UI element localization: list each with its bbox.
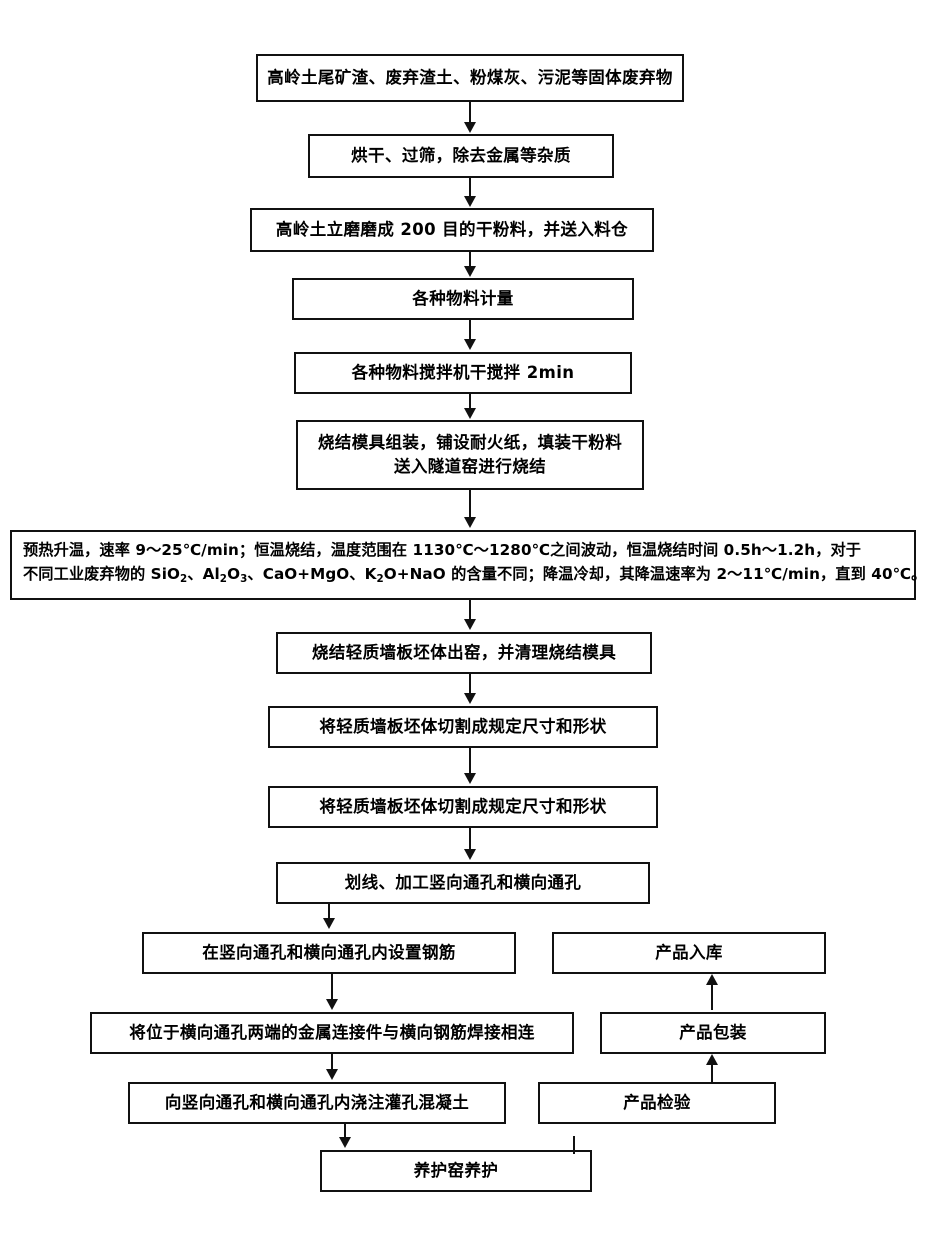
node-cut-to-size-1: 将轻质墙板坯体切割成规定尺寸和形状 [268, 706, 658, 748]
node-weld-connectors-label: 将位于横向通孔两端的金属连接件与横向钢筋焊接相连 [129, 1023, 535, 1043]
node-product-packaging: 产品包装 [600, 1012, 826, 1054]
connector-curing-to-inspection [573, 1136, 575, 1154]
arrowhead-marking-to-rebar [323, 918, 335, 929]
node-pour-concrete: 向竖向通孔和横向通孔内浇注灌孔混凝土 [128, 1082, 506, 1124]
connector-mold-to-firing [469, 490, 471, 518]
node-unload-kiln-label: 烧结轻质墙板坯体出窑，并清理烧结模具 [311, 643, 617, 663]
node-cut-to-size-2: 将轻质墙板坯体切割成规定尺寸和形状 [268, 786, 658, 828]
arrowhead-inspection-to-packaging [706, 1054, 718, 1065]
arrowhead-packaging-to-warehouse [706, 974, 718, 985]
connector-cut2-to-marking [469, 828, 471, 850]
arrowhead-dry-to-mill [464, 196, 476, 207]
firing-line2-seg-d: 、CaO+MgO、K [247, 564, 377, 583]
node-curing-kiln: 养护窑养护 [320, 1150, 592, 1192]
node-unload-kiln: 烧结轻质墙板坯体出窑，并清理烧结模具 [276, 632, 652, 674]
arrowhead-cut1-to-cut2 [464, 773, 476, 784]
connector-metering-to-mixing [469, 320, 471, 340]
connector-weld-to-pour [331, 1054, 333, 1070]
firing-line2-sub2: 2 [219, 572, 228, 585]
node-weld-connectors: 将位于横向通孔两端的金属连接件与横向钢筋焊接相连 [90, 1012, 574, 1054]
node-product-inspection: 产品检验 [538, 1082, 776, 1124]
connector-inspection-to-packaging [711, 1058, 713, 1082]
arrowhead-firing-to-unload [464, 619, 476, 630]
connector-marking-to-rebar [328, 904, 330, 920]
connector-raw-to-dry [469, 102, 471, 124]
node-mold-assembly: 烧结模具组装，铺设耐火纸，填装干粉料 送入隧道窑进行烧结 [296, 420, 644, 490]
arrowhead-unload-to-cut1 [464, 693, 476, 704]
node-dry-sieve-label: 烘干、过筛，除去金属等杂质 [351, 146, 571, 166]
node-product-warehouse: 产品入库 [552, 932, 826, 974]
node-pour-concrete-label: 向竖向通孔和横向通孔内浇注灌孔混凝土 [164, 1093, 470, 1113]
node-vertical-mill-label: 高岭土立磨磨成 200 目的干粉料，并送入料仓 [275, 220, 629, 240]
connector-unload-to-cut1 [469, 674, 471, 694]
node-mold-assembly-line2: 送入隧道窑进行烧结 [393, 457, 547, 476]
node-product-warehouse-label: 产品入库 [655, 943, 723, 963]
arrowhead-mill-to-metering [464, 266, 476, 277]
arrowhead-metering-to-mixing [464, 339, 476, 350]
arrowhead-mixing-to-mold [464, 408, 476, 419]
node-dry-mixing: 各种物料搅拌机干搅拌 2min [294, 352, 632, 394]
node-metering-label: 各种物料计量 [412, 289, 514, 309]
node-raw-materials-label: 高岭土尾矿渣、废弃渣土、粉煤灰、污泥等固体废弃物 [267, 68, 673, 88]
node-place-rebar: 在竖向通孔和横向通孔内设置钢筋 [142, 932, 516, 974]
firing-line2-seg-a: 不同工业废弃物的 SiO [23, 564, 181, 583]
firing-line2-sub3: 3 [240, 572, 248, 585]
arrowhead-mold-to-firing [464, 517, 476, 528]
node-vertical-mill: 高岭土立磨磨成 200 目的干粉料，并送入料仓 [250, 208, 654, 252]
node-product-packaging-label: 产品包装 [679, 1023, 747, 1043]
firing-line2-seg-b: 、Al [187, 564, 220, 583]
connector-cut1-to-cut2 [469, 748, 471, 774]
firing-line2-seg-c: O [227, 564, 241, 583]
node-dry-mixing-label: 各种物料搅拌机干搅拌 2min [351, 363, 575, 383]
node-curing-kiln-label: 养护窑养护 [413, 1161, 499, 1181]
node-product-inspection-label: 产品检验 [623, 1093, 691, 1113]
node-mold-assembly-line1: 烧结模具组装，铺设耐火纸，填装干粉料 [317, 433, 623, 453]
connector-packaging-to-warehouse [711, 978, 713, 1010]
arrowhead-pour-to-curing [339, 1137, 351, 1148]
connector-dry-to-mill [469, 178, 471, 198]
connector-mixing-to-mold [469, 394, 471, 410]
connector-firing-to-unload [469, 600, 471, 620]
arrowhead-raw-to-dry [464, 122, 476, 133]
node-dry-sieve: 烘干、过筛，除去金属等杂质 [308, 134, 614, 178]
node-marking-drilling-label: 划线、加工竖向通孔和横向通孔 [344, 873, 582, 893]
node-firing-profile: 预热升温，速率 9～25℃/min；恒温烧结，温度范围在 1130℃～1280℃… [10, 530, 926, 600]
node-place-rebar-label: 在竖向通孔和横向通孔内设置钢筋 [202, 943, 456, 963]
firing-line2-sub4: 2 [376, 572, 384, 585]
arrowhead-weld-to-pour [326, 1069, 338, 1080]
arrowhead-cut2-to-marking [464, 849, 476, 860]
arrowhead-rebar-to-weld [326, 999, 338, 1010]
node-metering: 各种物料计量 [292, 278, 634, 320]
connector-rebar-to-weld [331, 974, 333, 1000]
firing-line2-seg-e: O+NaO 的含量不同；降温冷却，其降温速率为 2～11℃/min，直到 40℃… [383, 564, 926, 583]
node-cut-to-size-1-label: 将轻质墙板坯体切割成规定尺寸和形状 [319, 717, 607, 737]
node-raw-materials: 高岭土尾矿渣、废弃渣土、粉煤灰、污泥等固体废弃物 [256, 54, 684, 102]
node-firing-profile-line1: 预热升温，速率 9～25℃/min；恒温烧结，温度范围在 1130℃～1280℃… [23, 541, 862, 559]
node-firing-profile-line2: 不同工业废弃物的 SiO2、Al2O3、CaO+MgO、K2O+NaO 的含量不… [23, 563, 926, 587]
node-marking-drilling: 划线、加工竖向通孔和横向通孔 [276, 862, 650, 904]
connector-pour-to-curing [344, 1124, 346, 1138]
firing-line2-sub1: 2 [180, 572, 188, 585]
node-cut-to-size-2-label: 将轻质墙板坯体切割成规定尺寸和形状 [319, 797, 607, 817]
connector-mill-to-metering [469, 252, 471, 268]
